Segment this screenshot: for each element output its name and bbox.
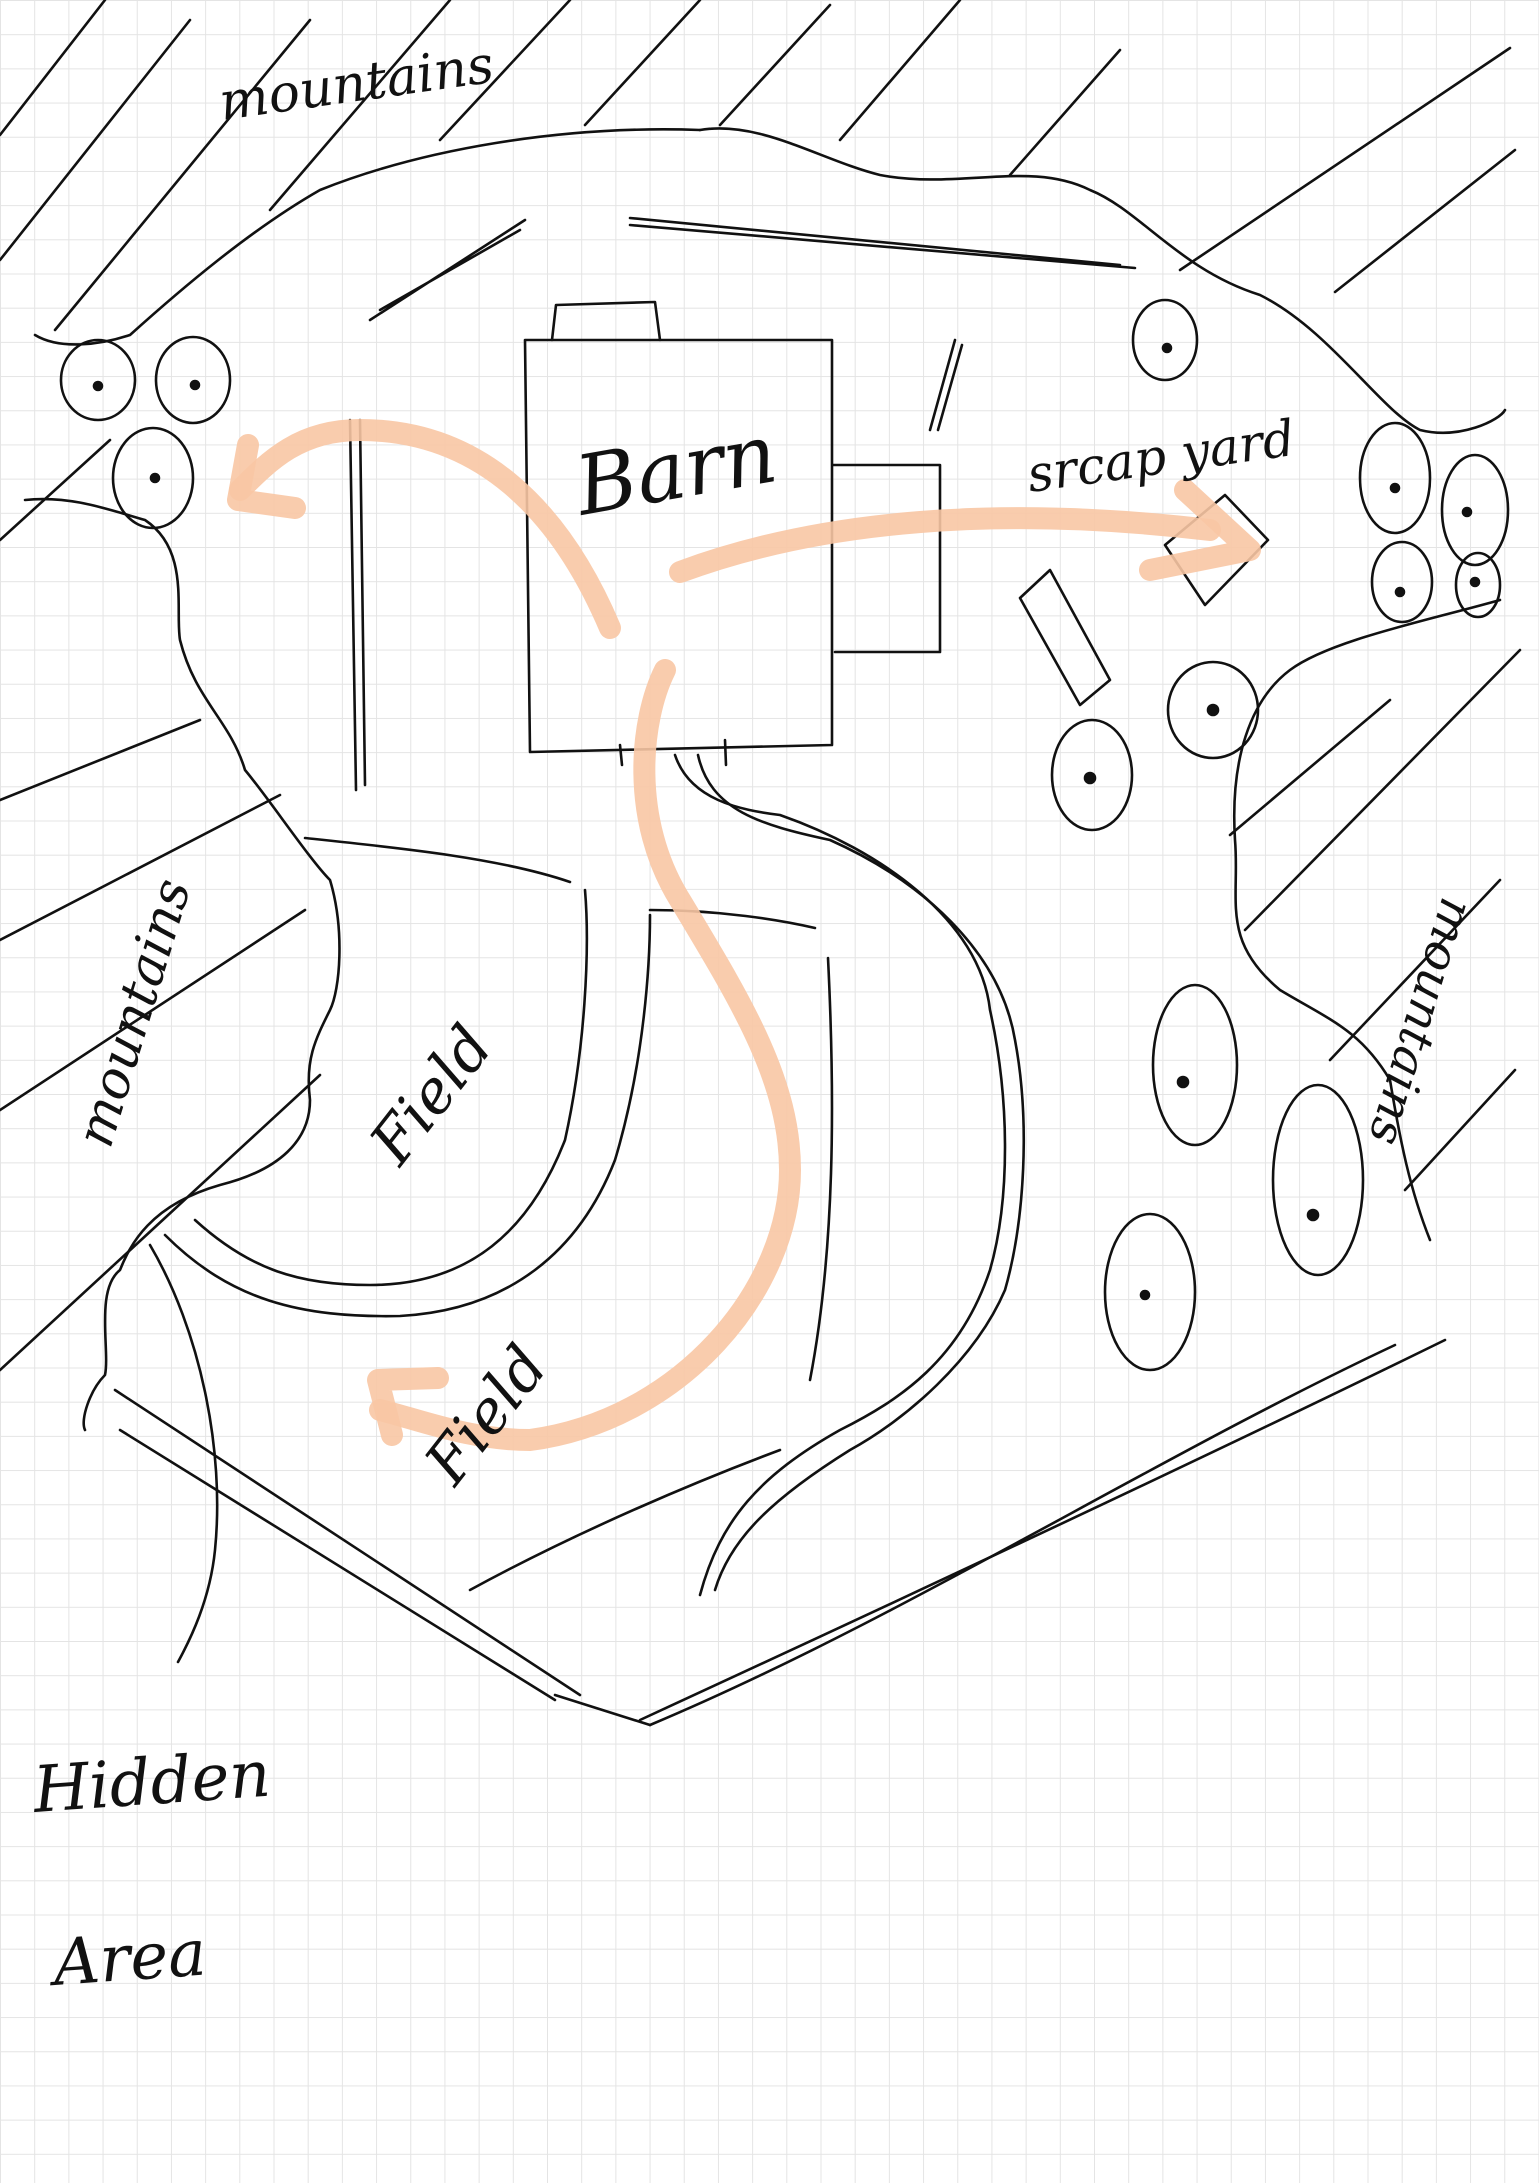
route-arrow-barn-to-lower-field [369,659,801,1451]
mountain-hatching-left [0,438,322,1372]
tree-icon [1103,1212,1197,1372]
valley-outline-west [23,497,341,1432]
label-barn: Barn [567,406,784,535]
route-arrow-barn-to-scrapyard [669,507,1221,583]
route-arrow-barn-to-west [229,419,621,639]
barn-building [523,300,942,767]
tree-icon [1440,453,1510,567]
tree-icon [1131,298,1199,382]
curved-road-left-inner [193,888,589,1287]
fence-top-long [628,216,1137,270]
label-hidden: Hidden [30,1738,273,1828]
road-right-1 [808,956,834,1382]
route-arrows [227,419,1261,1451]
tree-icon [1370,540,1434,624]
field-top-line [303,836,572,884]
arrow-head-west [227,434,306,519]
fence-top-left [368,218,527,322]
tree-icon [1271,1083,1365,1277]
field-lower-edge [468,1448,782,1592]
label-field-upper: Field [356,1013,507,1178]
road-right-3 [696,753,1026,1592]
wedge-bottom-vertex [553,1693,652,1727]
tree-icon [1454,551,1502,619]
label-area: Area [46,1916,209,2001]
tree-cluster-right [1050,298,1510,1372]
tree-icon [111,426,195,530]
valley-outline-top [698,127,1507,435]
valley-outline-left [33,128,702,346]
tree-icon [1151,983,1239,1147]
fence-left-vertical [348,418,367,792]
tree-icon [1050,718,1134,832]
wedge-right-2 [648,1343,1397,1727]
label-mountains-top: mountains [215,35,497,133]
tree-icon [1358,421,1432,535]
curved-road-left-outer [163,913,652,1318]
scrap-plank [1018,568,1112,707]
arrow-head-east [1139,479,1261,581]
mountain-hatching-right [1228,648,1522,1192]
hidden-area-path [148,1243,219,1664]
tree-icon [59,338,137,422]
label-mountains-right: mountains [1357,891,1485,1151]
tree-icon [1166,660,1260,760]
tree-icon [154,335,232,425]
label-mountains-left: mountains [65,872,203,1154]
fence-right-short [928,338,964,432]
road-right-2 [673,753,1007,1597]
wedge-left-2 [118,1428,557,1702]
valley-outline-east [1233,598,1502,1242]
wedge-left-1 [113,1388,582,1697]
mountain-hatching-top [0,0,1517,332]
field-inner-top-line [648,908,817,930]
tree-cluster-left [59,335,232,530]
wedge-right-1 [638,1338,1447,1722]
arrow-head-southwest [367,1367,449,1446]
label-scrap-yard: srcap yard [1024,409,1299,504]
